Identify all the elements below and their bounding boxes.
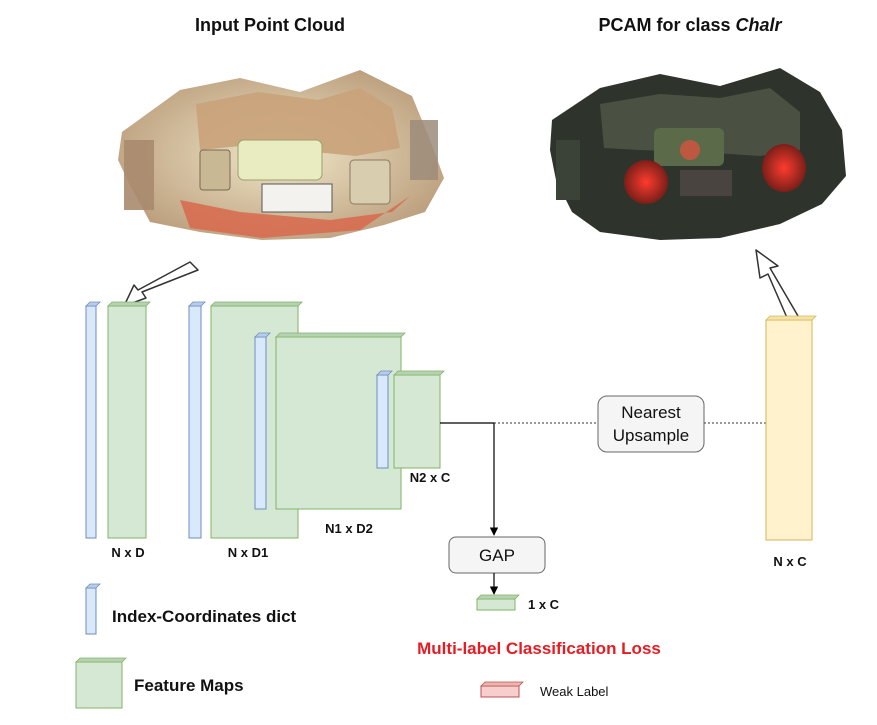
upsampled-block (765, 315, 817, 541)
legend-index-dict-label: Index-Coordinates dict (112, 607, 297, 626)
index-dict-block-4 (376, 370, 393, 469)
label-n-x-d1: N x D1 (228, 545, 268, 560)
gap-box: GAP (448, 536, 546, 574)
feature-map-block-4 (393, 370, 445, 469)
loss-label: Multi-label Classification Loss (417, 639, 661, 658)
legend-weak-label-swatch (480, 681, 524, 698)
pcam-heatmap-image (550, 68, 846, 240)
label-n-x-c: N x C (773, 554, 807, 569)
index-dict-block-3 (254, 332, 271, 510)
index-dict-block-1 (85, 301, 101, 539)
gap-label: GAP (479, 546, 515, 565)
feature-map-block-1 (107, 301, 151, 539)
pcam-title: PCAM for class Chalr (598, 15, 782, 35)
class-score-vector (476, 594, 520, 611)
nearest-upsample-line2: Upsample (613, 426, 690, 445)
label-n2-x-c: N2 x C (410, 470, 451, 485)
input-point-cloud-title: Input Point Cloud (195, 15, 345, 35)
pcam-arrow (755, 249, 799, 321)
label-1-x-c: 1 x C (528, 597, 560, 612)
pcam-class-name: Chalr (736, 15, 783, 35)
legend-feature-maps-swatch (75, 657, 127, 709)
legend-feature-maps-label: Feature Maps (134, 676, 244, 695)
nearest-upsample-box: Nearest Upsample (597, 395, 705, 453)
legend-index-dict-swatch (85, 583, 101, 635)
label-n1-x-d2: N1 x D2 (325, 521, 373, 536)
nearest-upsample-line1: Nearest (621, 403, 681, 422)
input-point-cloud-image (118, 70, 444, 240)
label-n-x-d: N x D (111, 545, 144, 560)
pcam-title-prefix: PCAM for class (598, 15, 735, 35)
legend-weak-label-label: Weak Label (540, 684, 609, 699)
index-dict-block-2 (188, 301, 206, 539)
input-arrow (123, 261, 199, 307)
